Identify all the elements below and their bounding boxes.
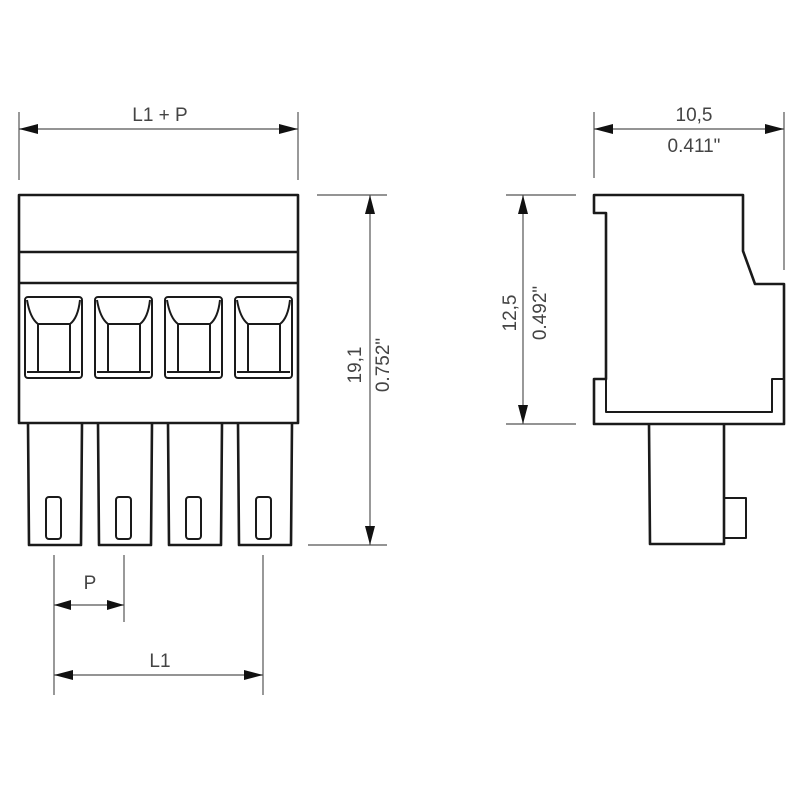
side-housing-outline <box>592 193 786 426</box>
dimension-overall-width: L1 + P <box>18 105 299 180</box>
dimension-pitch: P <box>53 555 125 695</box>
front-view <box>17 193 300 547</box>
dimension-side-height: 12,5 0.492" <box>500 194 576 425</box>
screw-opening-2 <box>94 296 153 379</box>
side-height-in-label: 0.492" <box>530 286 551 340</box>
side-view <box>592 193 786 546</box>
screw-opening-3 <box>164 296 223 379</box>
front-height-mm-label: 19,1 <box>345 347 366 384</box>
pin-4 <box>236 422 294 547</box>
pin-1 <box>26 422 84 547</box>
side-latch <box>724 497 747 539</box>
pin-3 <box>166 422 224 547</box>
dimension-front-height: 19,1 0.752" <box>308 194 394 546</box>
screw-opening-1 <box>24 296 83 379</box>
dimension-length: L1 <box>54 555 264 695</box>
side-depth-in-label: 0.411" <box>668 136 721 157</box>
pitch-label: P <box>84 573 97 594</box>
side-depth-mm-label: 10,5 <box>676 105 713 126</box>
side-inner-channel <box>605 378 784 413</box>
overall-width-label: L1 + P <box>132 105 187 126</box>
screw-opening-4 <box>234 296 293 379</box>
pin-2 <box>96 422 154 547</box>
front-height-in-label: 0.752" <box>373 338 394 392</box>
side-height-mm-label: 12,5 <box>500 295 521 332</box>
housing-outline <box>17 193 300 425</box>
side-pin <box>647 423 726 546</box>
dimension-side-depth: 10,5 0.411" <box>593 105 785 270</box>
length-label: L1 <box>149 651 170 672</box>
